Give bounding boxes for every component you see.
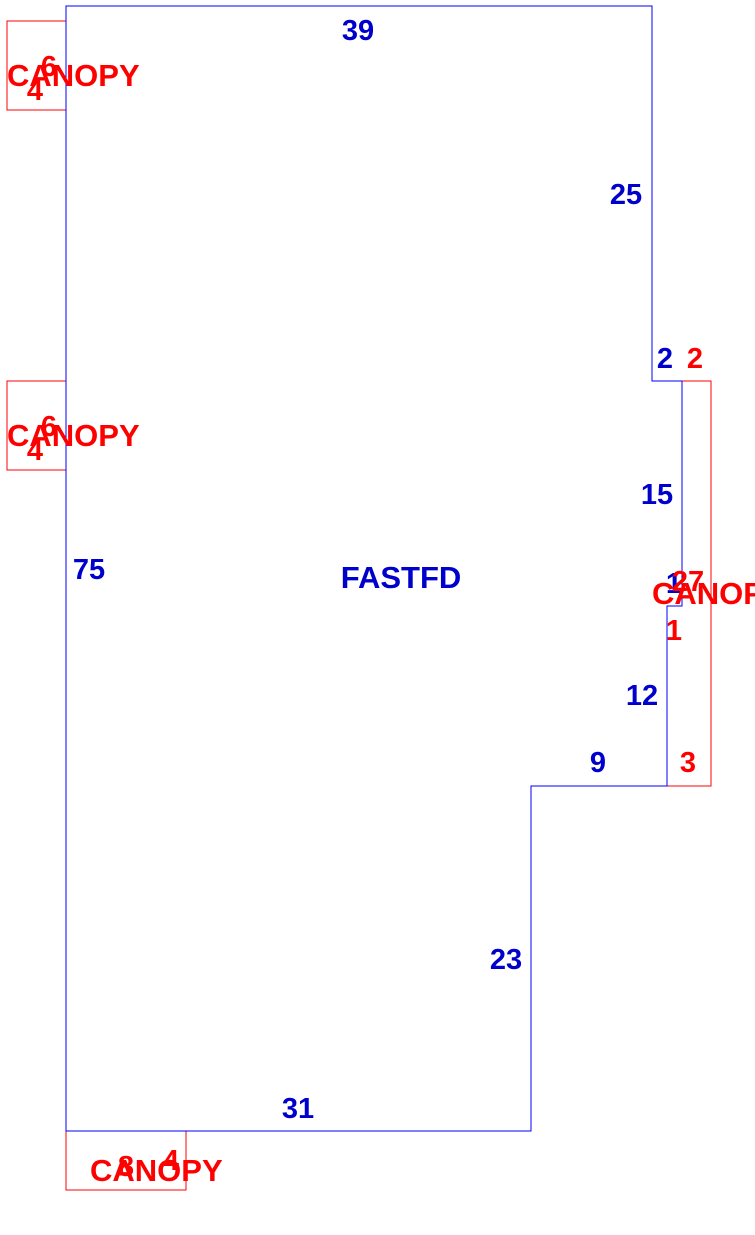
canopy-outline-right: [667, 380, 712, 787]
building-name-label: FASTFD: [341, 560, 462, 595]
dim-right-upper-label: 25: [610, 179, 642, 211]
canopy-3-bottom-width-label: 3: [680, 747, 696, 779]
canopy-1-label: CANOPY: [7, 58, 140, 93]
dim-right-bottom-label: 23: [490, 944, 522, 976]
canopy-3-jog-label: 1: [666, 615, 682, 647]
dim-bottom-label: 31: [282, 1093, 314, 1125]
canopy-2-label: CANOPY: [7, 418, 140, 453]
canopy-3-label: CANOPY: [652, 576, 755, 611]
dim-right-jog-label: 1: [666, 568, 682, 600]
dim-left-label: 75: [73, 554, 105, 586]
canopy-2-depth-label: 4: [27, 435, 43, 467]
canopy-1-width-label: 6: [41, 51, 57, 83]
canopy-3-top-width-label: 2: [687, 343, 703, 375]
canopy-3-length-label: 27: [672, 566, 704, 598]
canopy-1-depth-label: 4: [27, 75, 43, 107]
building-outline: [65, 5, 683, 1132]
canopy-4-depth-label: 4: [163, 1145, 179, 1177]
canopy-4-label: CANOPY: [90, 1153, 223, 1188]
dim-right-lower-label: 12: [626, 680, 658, 712]
canopy-4-width-label: 8: [118, 1151, 134, 1183]
dim-notch-top-label: 2: [657, 343, 673, 375]
dim-step-label: 9: [590, 747, 606, 779]
dim-right-middle-label: 15: [641, 479, 673, 511]
dim-top-label: 39: [342, 15, 374, 47]
canopy-2-width-label: 6: [41, 411, 57, 443]
